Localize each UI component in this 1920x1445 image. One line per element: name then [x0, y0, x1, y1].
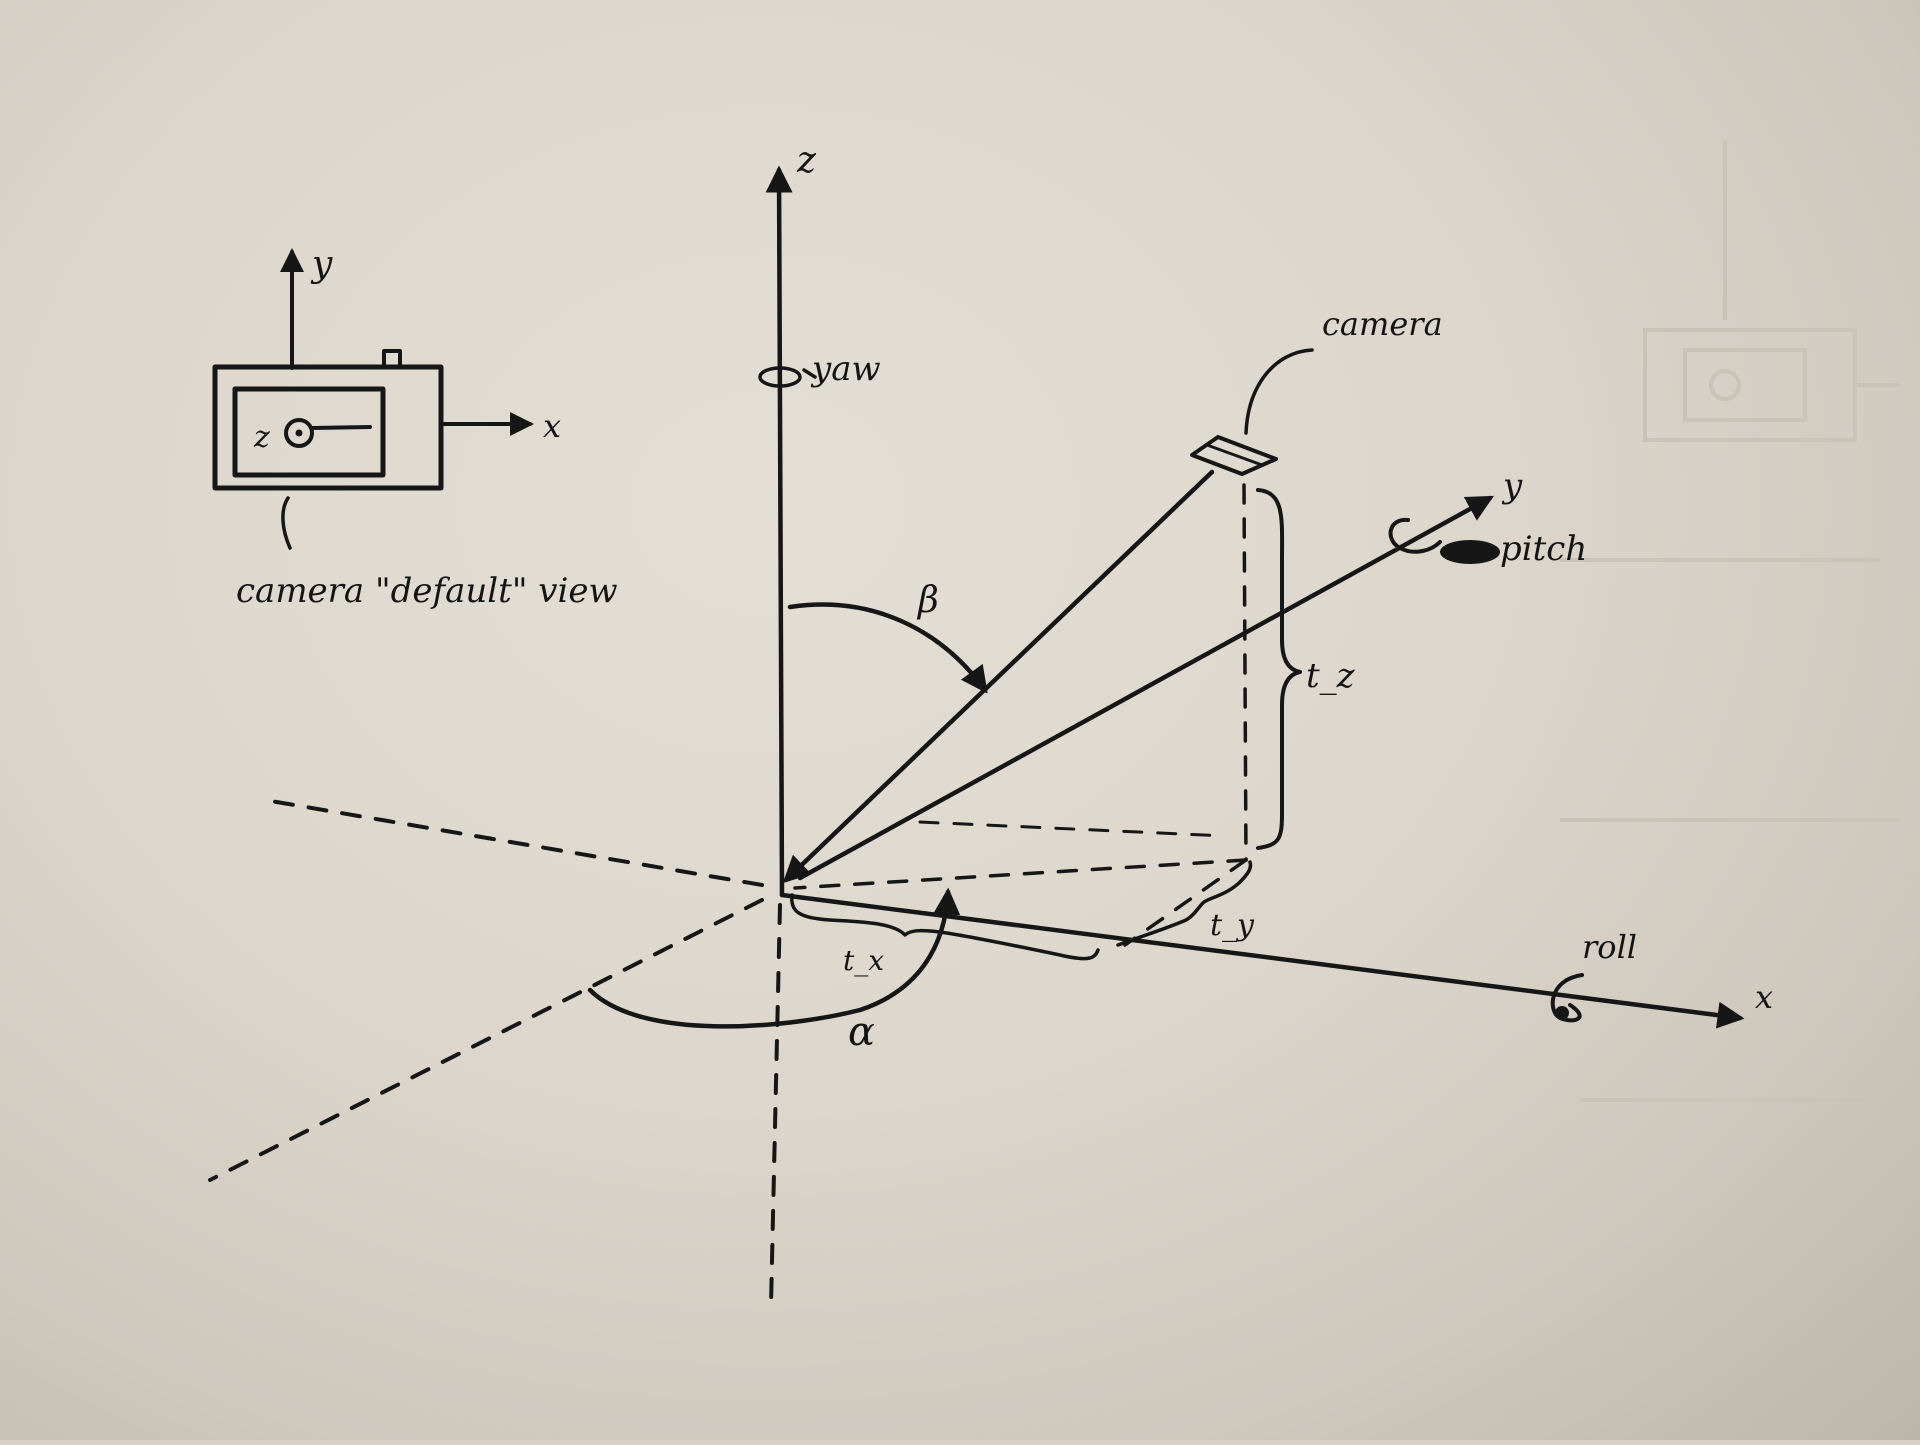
yaw-arrow-tip	[802, 368, 817, 379]
ink-smudge	[1440, 540, 1500, 564]
beta-arc	[787, 602, 988, 694]
inset-y-label: y	[310, 244, 333, 285]
z-axis-label: z	[796, 140, 817, 181]
y-axis-label: y	[1501, 466, 1523, 506]
tz-brace: t_z	[1256, 488, 1356, 850]
z-axis-dot-icon	[284, 418, 314, 448]
caption-pointer	[281, 496, 292, 550]
z-axis	[765, 165, 793, 898]
inset-screen-line	[310, 425, 372, 430]
alpha-label: α	[848, 1009, 875, 1055]
camera-icon	[1190, 435, 1278, 476]
camera-pointer	[1244, 348, 1314, 435]
inset-caption: camera "default" view	[236, 571, 618, 611]
yaw-rotation-icon	[758, 366, 802, 388]
tx-label: t_x	[843, 944, 884, 977]
pitch-label: pitch	[1500, 529, 1587, 569]
floor-back-edge	[918, 820, 1227, 838]
floor-projection-to-x-axis	[1123, 858, 1248, 947]
tz-brace-shape	[1256, 488, 1302, 850]
yaw-label: yaw	[810, 349, 881, 389]
ty-brace-shape	[1116, 860, 1253, 947]
inset-x-label: x	[543, 407, 561, 445]
camera-icon-detail	[1205, 443, 1264, 467]
camera-group: camera	[782, 305, 1443, 947]
floor-projection-to-origin	[793, 858, 1248, 890]
main-axes: z x y	[208, 140, 1773, 1307]
inset-z-label: z	[253, 420, 270, 455]
camera-label: camera	[1322, 305, 1443, 343]
bleed-through-sketch	[1560, 140, 1900, 1102]
alpha-angle: α	[587, 887, 961, 1055]
x-axis	[779, 892, 1745, 1029]
y-axis	[797, 495, 1494, 881]
negative-y-axis	[208, 898, 764, 1182]
negative-z-axis	[769, 903, 782, 1307]
yaw-rotation: yaw	[758, 349, 881, 389]
inset-camera-default-view: y z x camera "default" view	[212, 244, 618, 611]
x-axis-label: x	[1755, 978, 1773, 1016]
roll-rotation: roll	[1550, 928, 1637, 1023]
tx-brace-shape	[790, 893, 1100, 961]
camera-body	[212, 364, 444, 491]
roll-ink-dot	[1555, 1006, 1569, 1020]
ty-brace: t_y	[1116, 860, 1255, 947]
pitch-rotation: pitch	[1388, 517, 1587, 569]
tz-label: t_z	[1306, 656, 1356, 696]
roll-label: roll	[1582, 928, 1637, 966]
ty-label: t_y	[1210, 908, 1255, 943]
beta-angle: β	[787, 580, 988, 694]
camera-shutter-button	[382, 349, 402, 369]
camera-to-origin-vector	[782, 469, 1215, 884]
tx-brace: t_x	[790, 893, 1100, 977]
pitch-rotation-icon	[1388, 517, 1442, 554]
negative-x-axis	[263, 798, 764, 887]
camera-vertical-projection	[1242, 483, 1248, 862]
camera-screen	[232, 386, 386, 478]
alpha-arc	[587, 887, 961, 1029]
z-axis-center-dot	[295, 429, 303, 437]
beta-label: β	[916, 580, 939, 621]
